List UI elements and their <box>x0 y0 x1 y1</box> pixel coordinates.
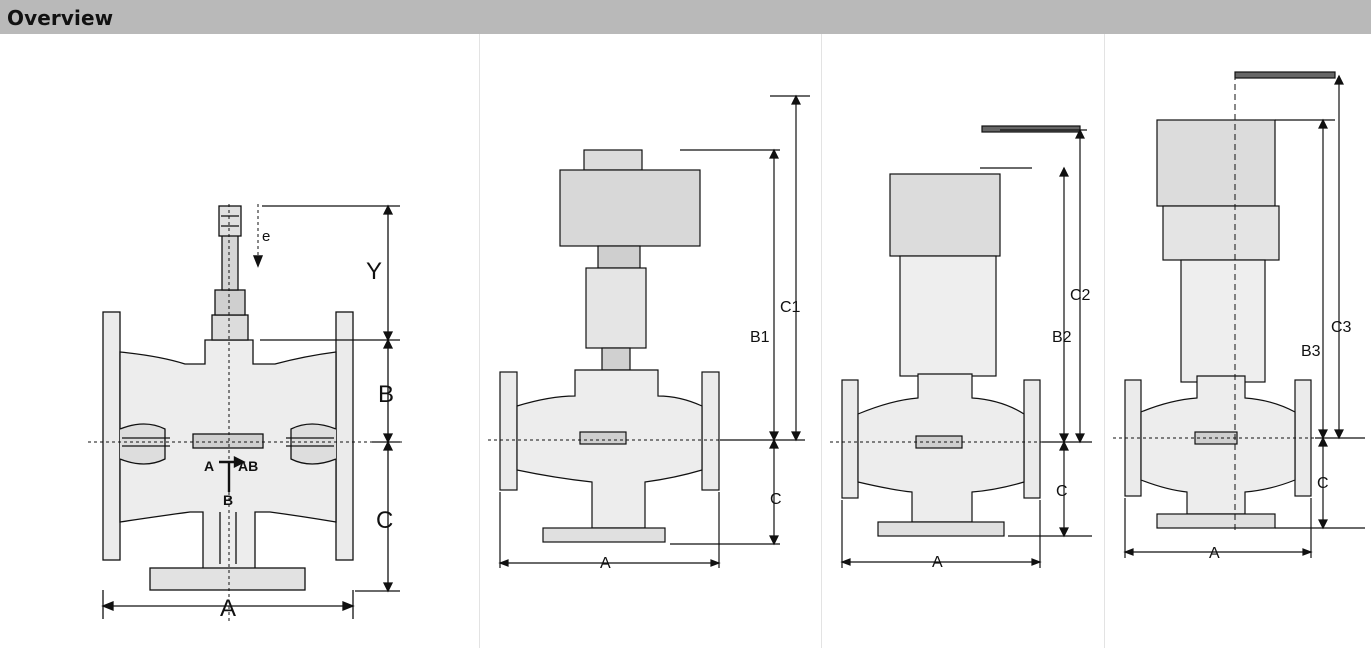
dim-label-b: B <box>378 381 394 408</box>
dim-label-c2: C2 <box>1070 287 1091 304</box>
dim-label-y: Y <box>366 258 382 285</box>
dim-label-a: A <box>600 555 611 572</box>
dim-label-e: e <box>262 228 270 245</box>
panel-valve-actuator-3: C3 B3 C A <box>1105 34 1371 648</box>
dim-label-c: C <box>770 491 782 508</box>
dim-label-a: A <box>220 595 236 622</box>
dim-label-c: C <box>376 507 393 534</box>
valve-body-drawing: e Y B C A A AB B <box>88 204 402 624</box>
panel-valve-body: e Y B C A A AB B <box>0 34 480 648</box>
dim-label-a: A <box>1209 545 1220 562</box>
panel-valve-actuator-1: C1 B1 C A <box>480 34 822 648</box>
valve-actuator-3-drawing: C3 B3 C A <box>1113 71 1365 562</box>
panel-valve-actuator-2: C2 B2 C A <box>822 34 1105 648</box>
valve-actuator-2-drawing: C2 B2 C A <box>830 125 1092 571</box>
overview-header: Overview <box>0 0 1371 34</box>
dim-label-b3: B3 <box>1301 343 1321 360</box>
dim-label-c: C <box>1317 475 1329 492</box>
dim-label-c: C <box>1056 483 1068 500</box>
dim-label-b2: B2 <box>1052 329 1072 346</box>
port-label-a: A <box>204 458 214 474</box>
valve-actuator-1-drawing: C1 B1 C A <box>488 94 810 572</box>
dim-label-c1: C1 <box>780 299 801 316</box>
dim-label-b1: B1 <box>750 329 770 346</box>
dim-label-a: A <box>932 554 943 571</box>
dim-label-c3: C3 <box>1331 319 1352 336</box>
header-title: Overview <box>7 6 114 30</box>
port-label-ab: AB <box>238 458 258 474</box>
port-label-b: B <box>223 492 233 508</box>
